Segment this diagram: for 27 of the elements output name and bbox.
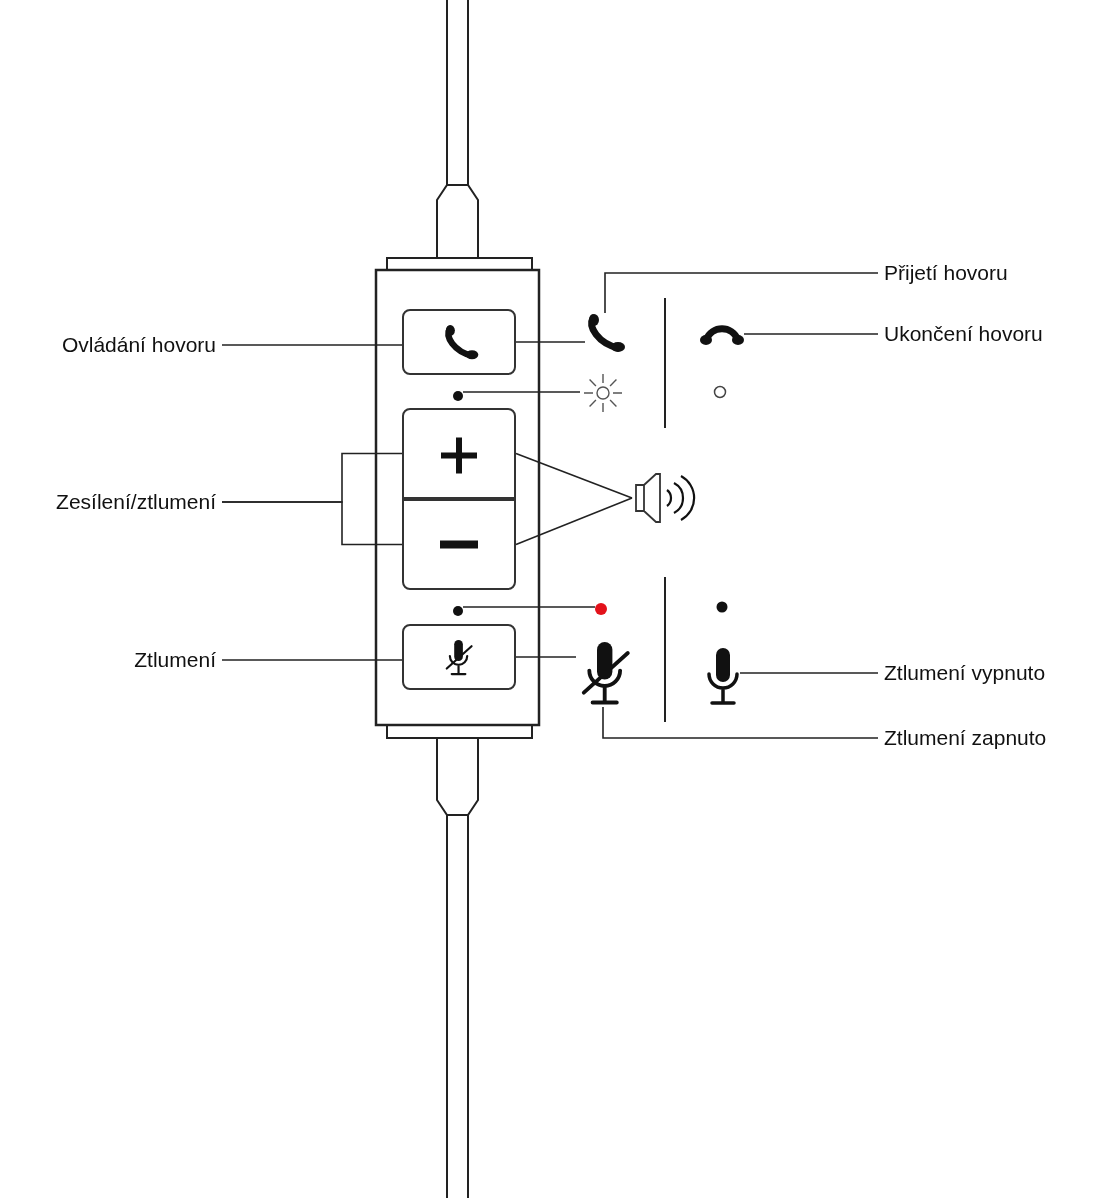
leader-line [604, 272, 879, 314]
volume-up-button [402, 408, 516, 499]
leader-line [515, 656, 577, 658]
callout-label: Ztlumení [134, 647, 216, 673]
leader-line [221, 659, 403, 661]
leader-line [462, 606, 596, 608]
callout-label: Ztlumení vypnuto [884, 660, 1046, 686]
leader-line [221, 501, 403, 546]
leader-line [602, 706, 879, 739]
leader-line [462, 391, 581, 393]
leader-line [515, 497, 633, 546]
volume-down-button [402, 499, 516, 590]
callout-label: Ovládání hovoru [61, 332, 216, 358]
callout-label: Ztlumení zapnuto [884, 725, 1047, 751]
leader-line [221, 344, 403, 346]
mute-button [402, 624, 516, 690]
callout-label: Ukončení hovoru [884, 321, 1043, 347]
led-icon [595, 601, 607, 613]
leader-line [515, 341, 586, 343]
microphone-icon [706, 645, 740, 707]
callout-label: Zesílení/ztlumení [56, 489, 216, 515]
leader-line [515, 452, 633, 499]
leader-line [743, 333, 879, 335]
leader-line [739, 672, 879, 674]
callout-label: Přijetí hovoru [884, 260, 1008, 286]
call-button [402, 309, 516, 375]
phone-icon [585, 313, 625, 353]
